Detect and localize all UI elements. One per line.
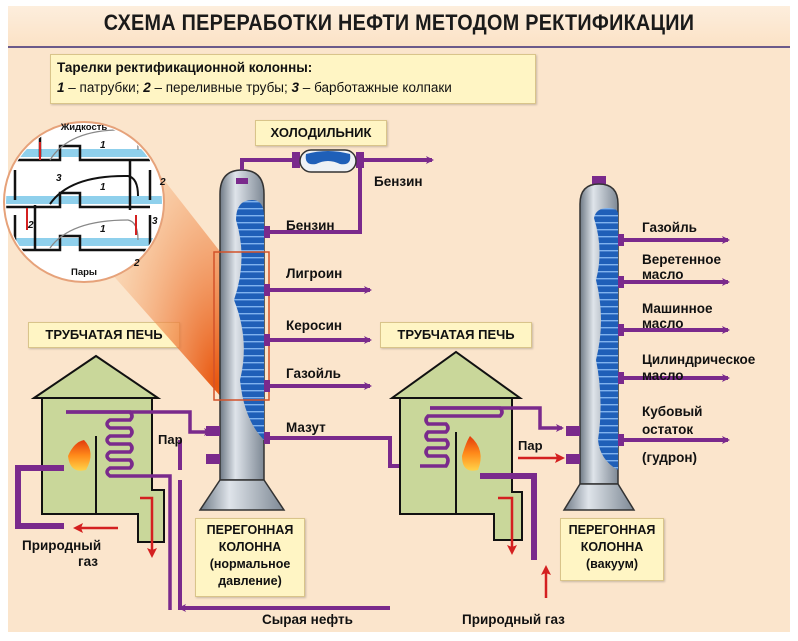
- inset-marker: 3: [56, 173, 62, 184]
- cooler-tag: ХОЛОДИЛЬНИК: [255, 120, 387, 146]
- furnace-right: [388, 350, 565, 598]
- output-label: Кубовый: [642, 404, 702, 419]
- inset-liquid-label: Жидкость: [60, 122, 108, 133]
- legend-items: 1 – патрубки; 2 – переливные трубы; 3 – …: [57, 80, 452, 95]
- legend-num: 3: [291, 80, 300, 95]
- legend-text: барботажные колпаки: [314, 80, 452, 95]
- column-caption-atmospheric: ПЕРЕГОННАЯ КОЛОННА (нормальное давление): [195, 518, 305, 597]
- caption-line: ПЕРЕГОННАЯ: [206, 523, 294, 537]
- furnace-tag-right: ТРУБЧАТАЯ ПЕЧЬ: [380, 322, 532, 348]
- inset-vapor-label: Пары: [71, 267, 97, 278]
- caption-line: давление): [218, 574, 282, 588]
- caption-line: ПЕРЕГОННАЯ: [568, 523, 656, 537]
- pipes: [178, 156, 730, 612]
- legend-text: патрубки: [79, 80, 136, 95]
- cooler: [292, 149, 364, 173]
- output-label: (гудрон): [642, 450, 697, 465]
- furnace-left: [15, 354, 212, 610]
- inset-marker: 2: [27, 220, 34, 231]
- output-labels: Бензин Бензин Лигроин Керосин Газойль Ма…: [22, 174, 756, 627]
- column-caption-vacuum: ПЕРЕГОННАЯ КОЛОННА (вакуум): [560, 518, 664, 581]
- diagram-title: СХЕМА ПЕРЕРАБОТКИ НЕФТИ МЕТОДОМ РЕКТИФИК…: [103, 10, 695, 35]
- crude-oil-label: Сырая нефть: [262, 612, 353, 627]
- legend-num: 2: [143, 80, 151, 95]
- caption-line: (нормальное: [209, 557, 291, 571]
- output-label: масло: [642, 267, 683, 282]
- furnace-tag-left: ТРУБЧАТАЯ ПЕЧЬ: [28, 322, 180, 348]
- inset-marker: 1: [100, 224, 106, 235]
- legend-num: 1: [57, 80, 65, 95]
- steam-label: Пар: [158, 432, 183, 447]
- output-label: Цилиндрическое: [642, 352, 756, 367]
- output-label: Машинное: [642, 301, 713, 316]
- output-label: Бензин: [286, 218, 335, 233]
- natural-gas-label: Природный: [22, 538, 101, 553]
- atmospheric-column: [198, 169, 286, 511]
- flanges: [206, 178, 624, 464]
- flame-icon: [462, 436, 481, 471]
- legend-heading: Тарелки ректификационной колонны:: [57, 60, 313, 75]
- inset-marker: 2: [133, 258, 140, 269]
- title-bar: СХЕМА ПЕРЕРАБОТКИ НЕФТИ МЕТОДОМ РЕКТИФИК…: [8, 6, 790, 48]
- caption-line: КОЛОННА: [580, 540, 644, 554]
- zoom-frame: [213, 251, 270, 401]
- inset-marker: 1: [100, 182, 106, 193]
- output-label: Газойль: [286, 366, 341, 381]
- inset-marker: 2: [159, 177, 166, 188]
- legend-text: переливные трубы: [165, 80, 285, 95]
- flame-icon: [68, 440, 91, 471]
- output-label: Керосин: [286, 318, 342, 333]
- output-label: Лигроин: [286, 266, 342, 281]
- natural-gas-label: газ: [78, 554, 98, 569]
- output-label: Газойль: [642, 220, 697, 235]
- caption-line: КОЛОННА: [218, 540, 282, 554]
- output-label: Бензин: [374, 174, 423, 189]
- output-label: Мазут: [286, 420, 326, 435]
- output-label: масло: [642, 316, 683, 331]
- output-label: остаток: [642, 422, 693, 437]
- inset-marker: 1: [100, 140, 106, 151]
- tray-inset: Жидкость Пары 1 1 1 2 2 2 3 3: [3, 121, 166, 283]
- vacuum-column: [562, 176, 636, 511]
- steam-label: Пар: [518, 438, 543, 453]
- output-label: масло: [642, 368, 683, 383]
- caption-line: (вакуум): [585, 557, 639, 571]
- output-label: Веретенное: [642, 252, 722, 267]
- tray-legend: Тарелки ректификационной колонны: 1 – па…: [50, 54, 536, 104]
- inset-marker: 3: [152, 216, 158, 227]
- natural-gas-label: Природный газ: [462, 612, 565, 627]
